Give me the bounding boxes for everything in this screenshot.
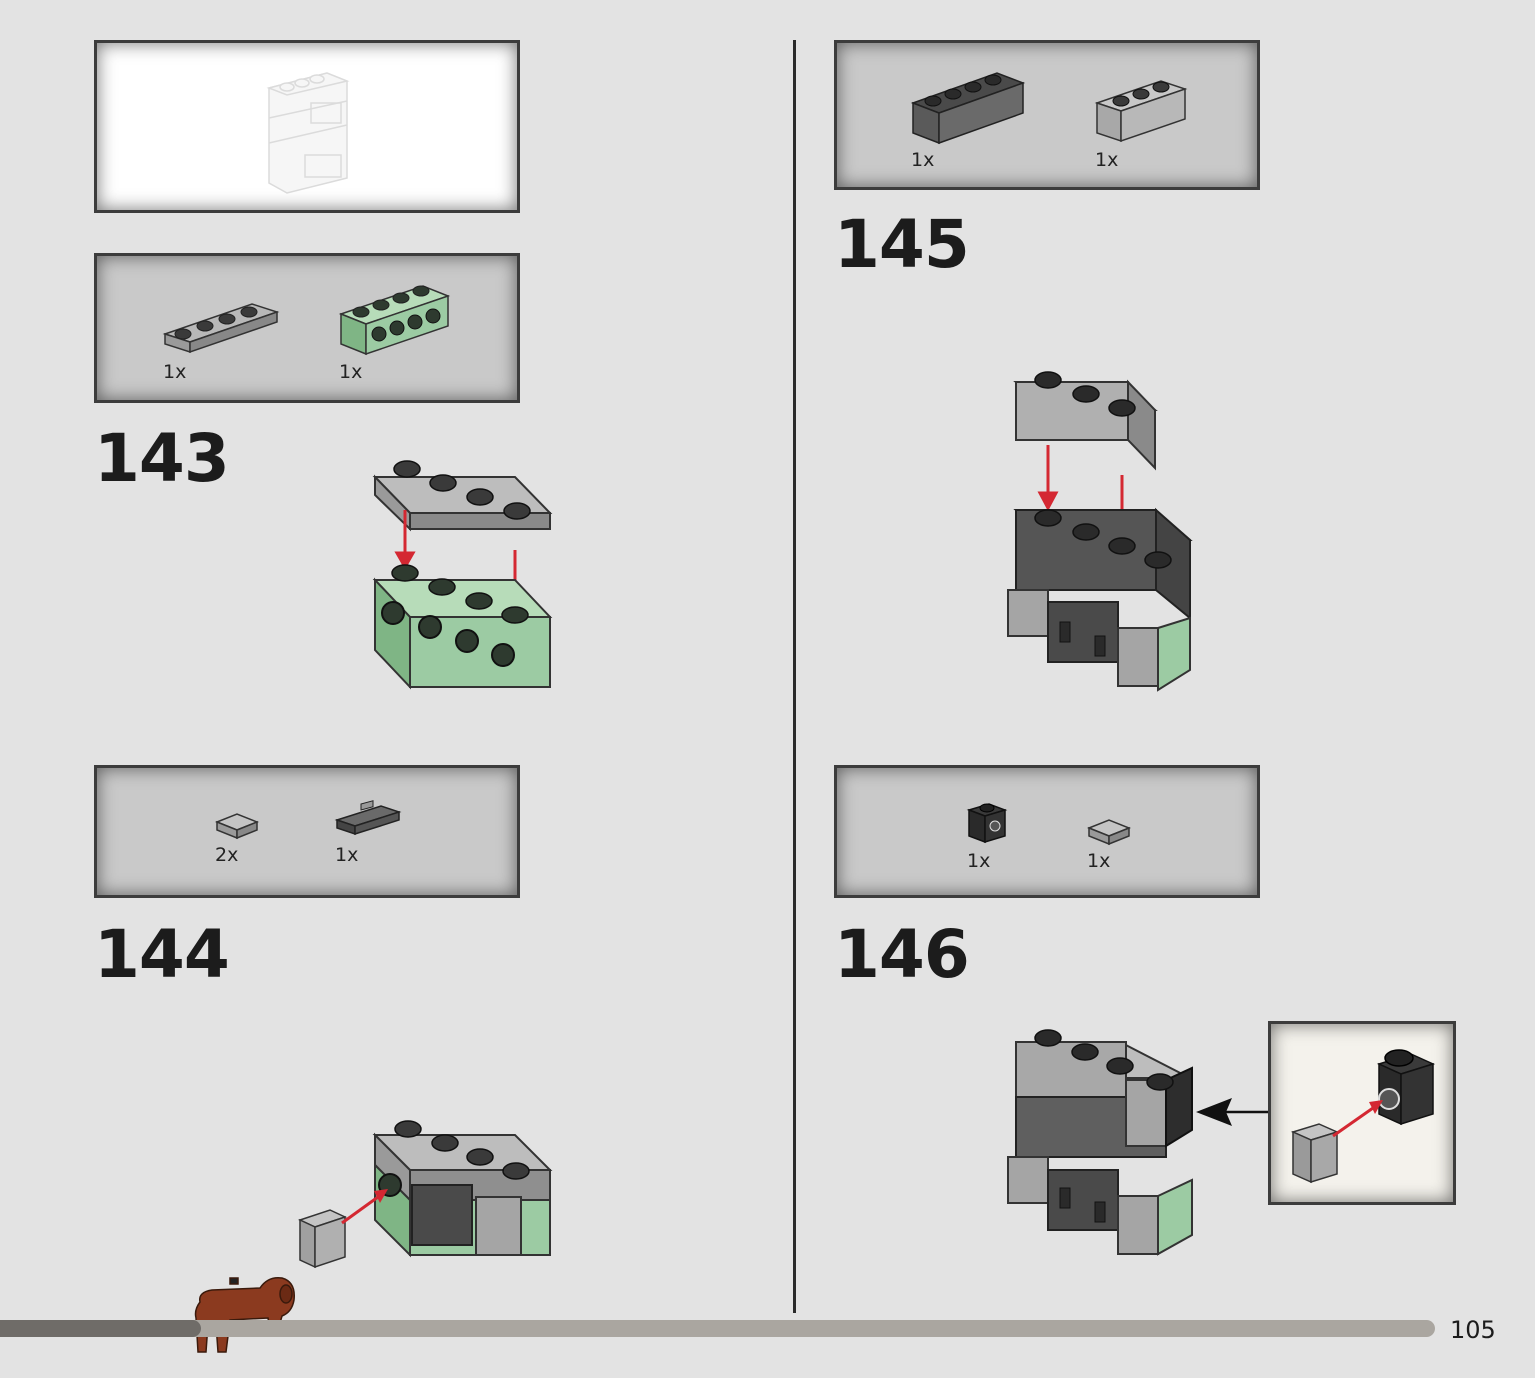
parts-box-step-144: 2x 1x xyxy=(94,765,520,898)
step-144-assembly-illustration xyxy=(297,1120,553,1269)
progress-bar-track xyxy=(0,1320,1435,1337)
step-number: 143 xyxy=(94,420,230,497)
step-145-assembly-illustration xyxy=(1007,371,1193,692)
callout-illustration xyxy=(1290,1049,1436,1184)
part-quantity: 1x xyxy=(1095,149,1119,171)
part-quantity: 1x xyxy=(967,850,991,872)
part-brick-1x1-stud-on-side-black-icon xyxy=(966,803,1008,844)
part-quantity: 1x xyxy=(339,361,363,383)
part-brick-1x3-light-gray-icon xyxy=(1094,80,1188,143)
part-plate-1x4-light-gray-icon xyxy=(162,303,280,354)
dog-icon xyxy=(194,1276,295,1353)
part-brick-1x4-sand-green-icon xyxy=(338,285,451,356)
step-143-assembly-illustration xyxy=(372,460,553,690)
step-number: 146 xyxy=(834,916,970,993)
page-number: 105 xyxy=(1450,1316,1496,1344)
part-tile-1x2-grille-dark-gray-icon xyxy=(334,800,402,836)
part-quantity: 1x xyxy=(335,844,359,866)
step-146-assembly-illustration xyxy=(1007,1029,1268,1256)
parts-box-step-143: 1x 1x xyxy=(94,253,520,403)
callout-box xyxy=(1268,1021,1456,1205)
part-quantity: 1x xyxy=(163,361,187,383)
part-quantity: 1x xyxy=(1087,850,1111,872)
progress-bar-fill xyxy=(0,1320,201,1337)
submodel-preview-icon xyxy=(266,72,350,194)
part-quantity: 2x xyxy=(215,844,239,866)
part-tile-1x1-light-gray-icon xyxy=(214,813,260,840)
parts-box-step-145: 1x 1x xyxy=(834,40,1260,190)
part-tile-1x1-light-gray-icon xyxy=(1086,819,1132,846)
parts-box-step-146: 1x 1x xyxy=(834,765,1260,898)
step-number: 145 xyxy=(834,206,970,283)
step-number: 144 xyxy=(94,916,230,993)
part-quantity: 1x xyxy=(911,149,935,171)
submodel-preview-box xyxy=(94,40,520,213)
column-divider xyxy=(793,40,796,1313)
part-brick-1x4-dark-gray-icon xyxy=(910,72,1026,145)
